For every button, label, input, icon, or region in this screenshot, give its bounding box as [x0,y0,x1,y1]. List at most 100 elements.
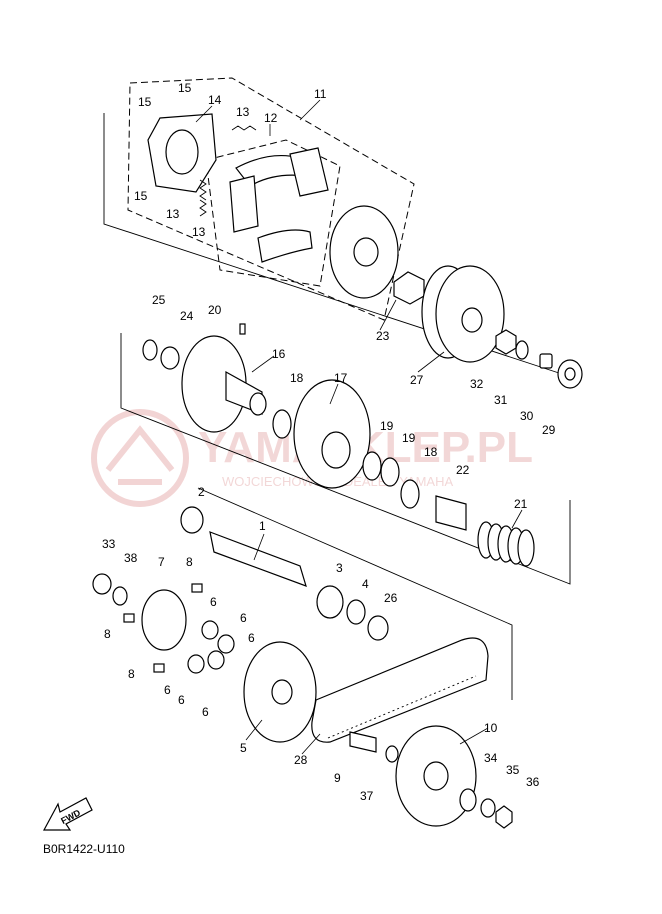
callout-2: 2 [198,485,205,499]
pin-20-icon [239,323,246,335]
callout-36: 36 [526,775,540,789]
nut-32-icon [495,329,517,355]
clutch-carrier-assembly [147,113,425,305]
leader-14 [195,105,213,123]
callout-13c: 13 [192,225,206,239]
clutch-assembly-dashed-box [127,77,415,321]
callout-15a: 15 [178,81,192,95]
leader-17 [329,383,339,405]
callout-22: 22 [456,463,470,477]
collar-9-icon [349,731,377,753]
callout-6d: 6 [164,683,171,697]
callout-15b: 15 [138,95,152,109]
fwd-arrow-shape [42,797,93,831]
callout-8a: 8 [186,555,193,569]
circlip-25-icon [142,339,158,361]
cam-7 [141,589,187,651]
clutch-shoe-right [289,147,329,197]
clutch-shoe-lower [257,229,313,263]
callout-30: 30 [520,409,534,423]
clutch-group-frame [103,113,563,375]
circlip-31-icon [515,340,529,360]
movable-sheave-hub [271,679,293,705]
callout-7: 7 [158,555,165,569]
callout-29: 29 [542,423,556,437]
leader-28 [301,733,321,755]
bearing-29-inner [564,367,576,381]
callout-9: 9 [334,771,341,785]
callout-20: 20 [208,303,222,317]
collar-30-icon [539,353,553,369]
guide-22-icon [435,495,467,531]
callout-8c: 8 [128,667,135,681]
oring-18-icon [272,409,292,439]
callout-10: 10 [484,721,498,735]
leader-lines [195,99,523,755]
clutch-shoe-dashed-box [205,139,341,287]
diagram-code: B0R1422-U110 [43,842,125,856]
callout-38: 38 [124,551,138,565]
callout-13b: 13 [166,207,180,221]
secondary-pulley-frame [120,333,571,585]
collar-26-icon [367,615,389,641]
bearing-24-icon [160,346,180,370]
callout-18a: 18 [290,371,304,385]
slider-8-icon [153,663,165,673]
primary-drive [92,506,513,829]
callout-19b: 19 [402,431,416,445]
leader-16 [251,355,275,373]
washer-34-icon [459,788,477,812]
callout-6c: 6 [248,631,255,645]
callout-8b: 8 [104,627,111,641]
sliding-sheave-hub [321,431,351,469]
callout-6e: 6 [178,693,185,707]
oring-18b-icon [400,479,420,509]
spring-icon [199,199,207,217]
callout-35: 35 [506,763,520,777]
leader-10 [459,727,489,745]
washer-38-icon [112,586,128,606]
callout-15c: 15 [134,189,148,203]
clutch-housing-27 [421,265,505,363]
callout-32: 32 [470,377,484,391]
callout-14: 14 [208,93,222,107]
callout-6b: 6 [240,611,247,625]
leader-5 [245,719,263,741]
callout-24: 24 [180,309,194,323]
callout-34: 34 [484,751,498,765]
spring-icon [199,179,207,201]
callout-6a: 6 [210,595,217,609]
callout-3: 3 [336,561,343,575]
primary-shaft-1 [209,531,307,587]
callout-4: 4 [362,577,369,591]
fan-sheave-hub [423,761,449,791]
v-belt-teeth [327,675,477,739]
callout-11: 11 [314,87,327,101]
compression-spring-21-icon [477,521,535,567]
group-frames [103,77,571,700]
weight-6-icon [207,650,225,670]
clutch-shoe-left [229,175,259,233]
shaft-end [249,392,267,416]
callout-23: 23 [376,329,390,343]
fwd-arrow-icon: FWD [42,797,93,831]
washer-35-icon [480,798,496,818]
leader-21 [511,509,523,529]
callout-1: 1 [259,519,266,533]
callout-5: 5 [240,741,247,755]
seal-4-icon [346,599,366,625]
bearing-2-icon [180,506,204,534]
bearing-3-icon [316,585,344,619]
nut-36-icon [495,805,513,829]
right-small-parts [495,329,583,389]
v-belt-28 [311,637,489,743]
callout-12: 12 [264,111,278,125]
callout-37: 37 [360,789,374,803]
nut-23-icon [393,271,425,305]
oil-seal-19b-icon [380,457,400,487]
callout-26: 26 [384,591,398,605]
clutch-carrier-hub [353,237,379,267]
weight-6-icon [217,634,235,654]
callout-16: 16 [272,347,286,361]
weight-6-icon [201,620,219,640]
